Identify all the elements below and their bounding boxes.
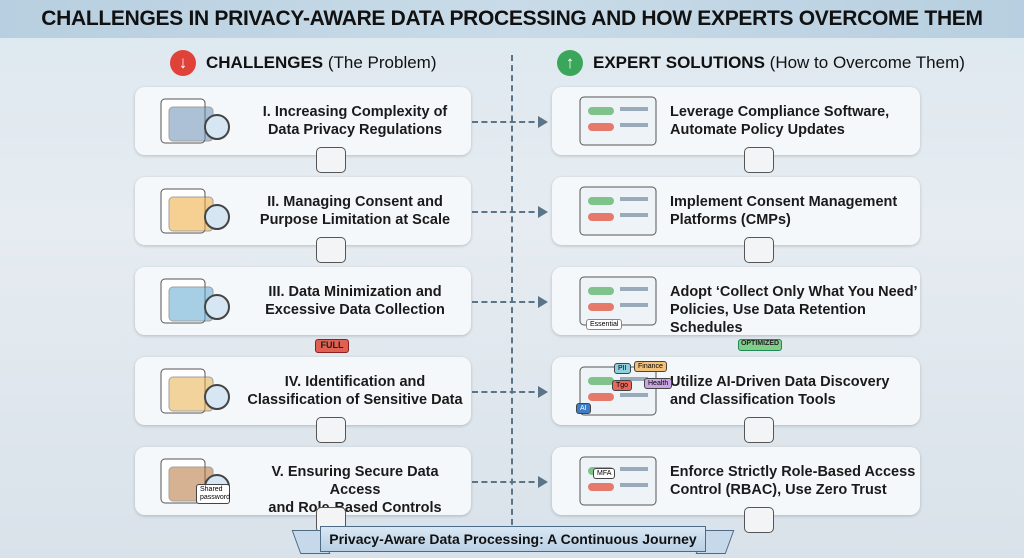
solution-title-line: Enforce Strictly Role-Based Access xyxy=(670,464,916,480)
challenges-sublabel: (The Problem) xyxy=(327,53,437,72)
page-title: CHALLENGES IN PRIVACY-AWARE DATA PROCESS… xyxy=(41,7,983,30)
robot-folder-tags-icon xyxy=(564,363,664,419)
challenge-title-line: I. Increasing Complexity of xyxy=(262,104,448,120)
solution-title-line: Leverage Compliance Software, xyxy=(670,104,890,120)
lock-mfa-hierarchy-icon xyxy=(564,453,664,509)
challenge-title-line: and Role-Based Controls xyxy=(268,500,442,516)
data-tag: Finance xyxy=(634,361,667,372)
shared-password-label: Shared password xyxy=(196,484,230,504)
optimized-storage-badge: OPTIMIZED xyxy=(738,339,782,351)
data-tag: Tgo xyxy=(612,380,633,391)
challenge-title-line: Excessive Data Collection xyxy=(265,302,445,318)
solution-title-line: Platforms (CMPs) xyxy=(670,212,791,228)
solution-title-line: Automate Policy Updates xyxy=(670,122,845,138)
solution-title-line: Adopt ‘Collect Only What You Need’ xyxy=(670,284,918,300)
funnel-icon xyxy=(564,273,664,329)
challenge-title-line: IV. Identification and xyxy=(284,374,426,390)
solutions-sublabel: (How to Overcome Them) xyxy=(769,53,965,72)
gear-check-icon xyxy=(744,147,774,173)
challenge-title-line: V. Ensuring Secure Data Access xyxy=(271,464,439,498)
connector-arrow xyxy=(472,296,548,308)
center-divider xyxy=(511,55,513,535)
challenge-title-line: Classification of Sensitive Data xyxy=(247,392,463,408)
data-tag: PII xyxy=(614,363,631,374)
database-icon xyxy=(744,237,774,263)
document-icon xyxy=(316,417,346,443)
inbox-tray-icon xyxy=(316,237,346,263)
challenge-card: I. Increasing Complexity of Data Privacy … xyxy=(135,87,471,155)
connector-arrow xyxy=(472,476,548,488)
challenges-header: ↓ CHALLENGES (The Problem) xyxy=(170,50,437,76)
shield-lock-icon xyxy=(744,507,774,533)
solution-title-line: Utilize AI-Driven Data Discovery xyxy=(670,374,890,390)
challenge-title-line: Purpose Limitation at Scale xyxy=(259,212,451,228)
connector-arrow xyxy=(472,116,548,128)
connector-arrow xyxy=(472,206,548,218)
legal-documents-magnifier-icon xyxy=(147,93,247,149)
challenges-label: CHALLENGES xyxy=(206,53,324,72)
essential-label: Essential xyxy=(586,319,623,330)
solutions-label: EXPERT SOLUTIONS xyxy=(593,53,765,72)
challenge-title-line: III. Data Minimization and xyxy=(268,284,442,300)
solution-title-line: Policies, Use Data Retention Schedules xyxy=(670,302,866,336)
title-bar xyxy=(0,0,1024,38)
solutions-header: ↑ EXPERT SOLUTIONS (How to Overcome Them… xyxy=(557,50,965,76)
solution-card: Leverage Compliance Software, Automate Po… xyxy=(552,87,920,155)
green-up-arrow-icon: ↑ xyxy=(557,50,583,76)
solution-title-line: and Classification Tools xyxy=(670,392,836,408)
journey-banner: Privacy-Aware Data Processing: A Continu… xyxy=(320,526,706,552)
consent-toggles-screen-icon xyxy=(564,183,664,239)
data-tag: Health xyxy=(644,378,673,389)
connector-arrow xyxy=(472,386,548,398)
speech-bubble-question-icon xyxy=(316,147,346,173)
challenge-card: V. Ensuring Secure Data Access and Role-B… xyxy=(135,447,471,516)
solution-card: Utilize AI-Driven Data Discovery and Clas… xyxy=(552,357,920,425)
documents-icon xyxy=(744,417,774,443)
person-tablet-checklist-icon xyxy=(564,93,664,149)
full-storage-badge: FULL xyxy=(315,339,349,353)
solution-title-line: Implement Consent Management xyxy=(670,194,898,210)
mfa-label: MFA xyxy=(593,468,616,479)
challenge-title-line: II. Managing Consent and xyxy=(267,194,443,210)
solution-title-line: Control (RBAC), Use Zero Trust xyxy=(670,482,887,498)
red-down-arrow-icon: ↓ xyxy=(170,50,196,76)
messy-folders-question-icon xyxy=(147,363,247,419)
ai-label: AI xyxy=(576,403,591,414)
confused-person-windows-icon xyxy=(147,183,247,239)
challenge-title-line: Data Privacy Regulations xyxy=(267,122,443,138)
cloud-funnel-icon xyxy=(147,273,247,329)
